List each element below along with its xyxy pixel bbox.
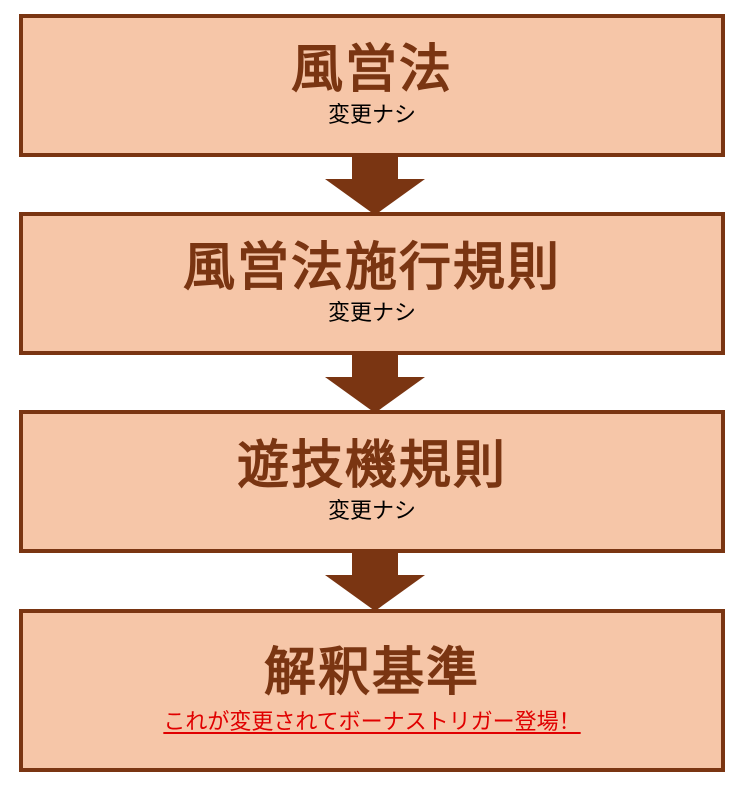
- step-box-kaishakukijun: 解釈基準 これが変更されてボーナストリガー登場！: [19, 609, 725, 772]
- step-note: これが変更されてボーナストリガー登場！: [163, 709, 581, 735]
- step-title: 解釈基準: [263, 643, 480, 704]
- arrow-down-icon: [325, 355, 425, 413]
- step-subtitle: 変更ナシ: [327, 300, 416, 326]
- step-box-fueiho: 風営法 変更ナシ: [19, 14, 725, 157]
- step-title: 風営法施行規則: [182, 238, 561, 299]
- step-title: 風営法: [290, 40, 453, 101]
- step-subtitle: 変更ナシ: [327, 102, 416, 128]
- arrow-down-icon: [325, 553, 425, 611]
- step-box-shikokisoku: 風営法施行規則 変更ナシ: [19, 212, 725, 355]
- step-subtitle: 変更ナシ: [327, 498, 416, 524]
- step-title: 遊技機規則: [236, 436, 507, 497]
- step-box-yugikikisoku: 遊技機規則 変更ナシ: [19, 410, 725, 553]
- arrow-down-icon: [325, 157, 425, 215]
